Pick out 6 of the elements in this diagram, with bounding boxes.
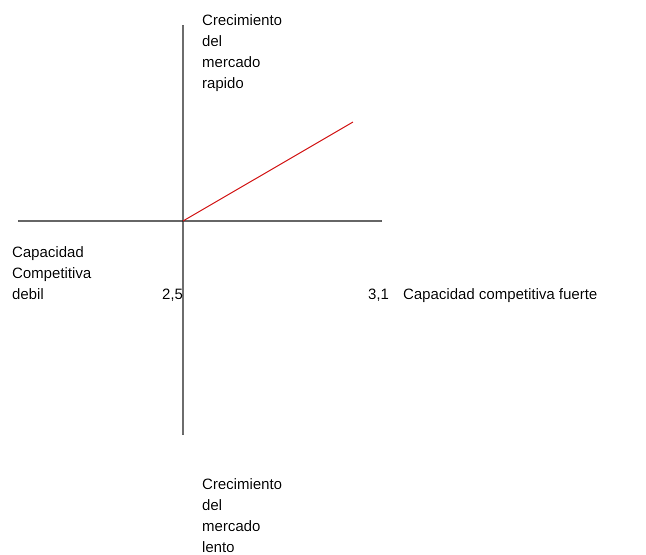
axis-label: Capacidad competitiva fuerte bbox=[403, 285, 598, 305]
axis-label: Crecimiento del mercado rapido bbox=[202, 11, 282, 94]
axis-label: Capacidad Competitiva debil bbox=[12, 243, 92, 305]
axis-label: Crecimiento del mercado lento bbox=[202, 475, 282, 555]
axis-value: 3,1 bbox=[368, 285, 389, 305]
axis-value: 2,5 bbox=[162, 285, 183, 305]
